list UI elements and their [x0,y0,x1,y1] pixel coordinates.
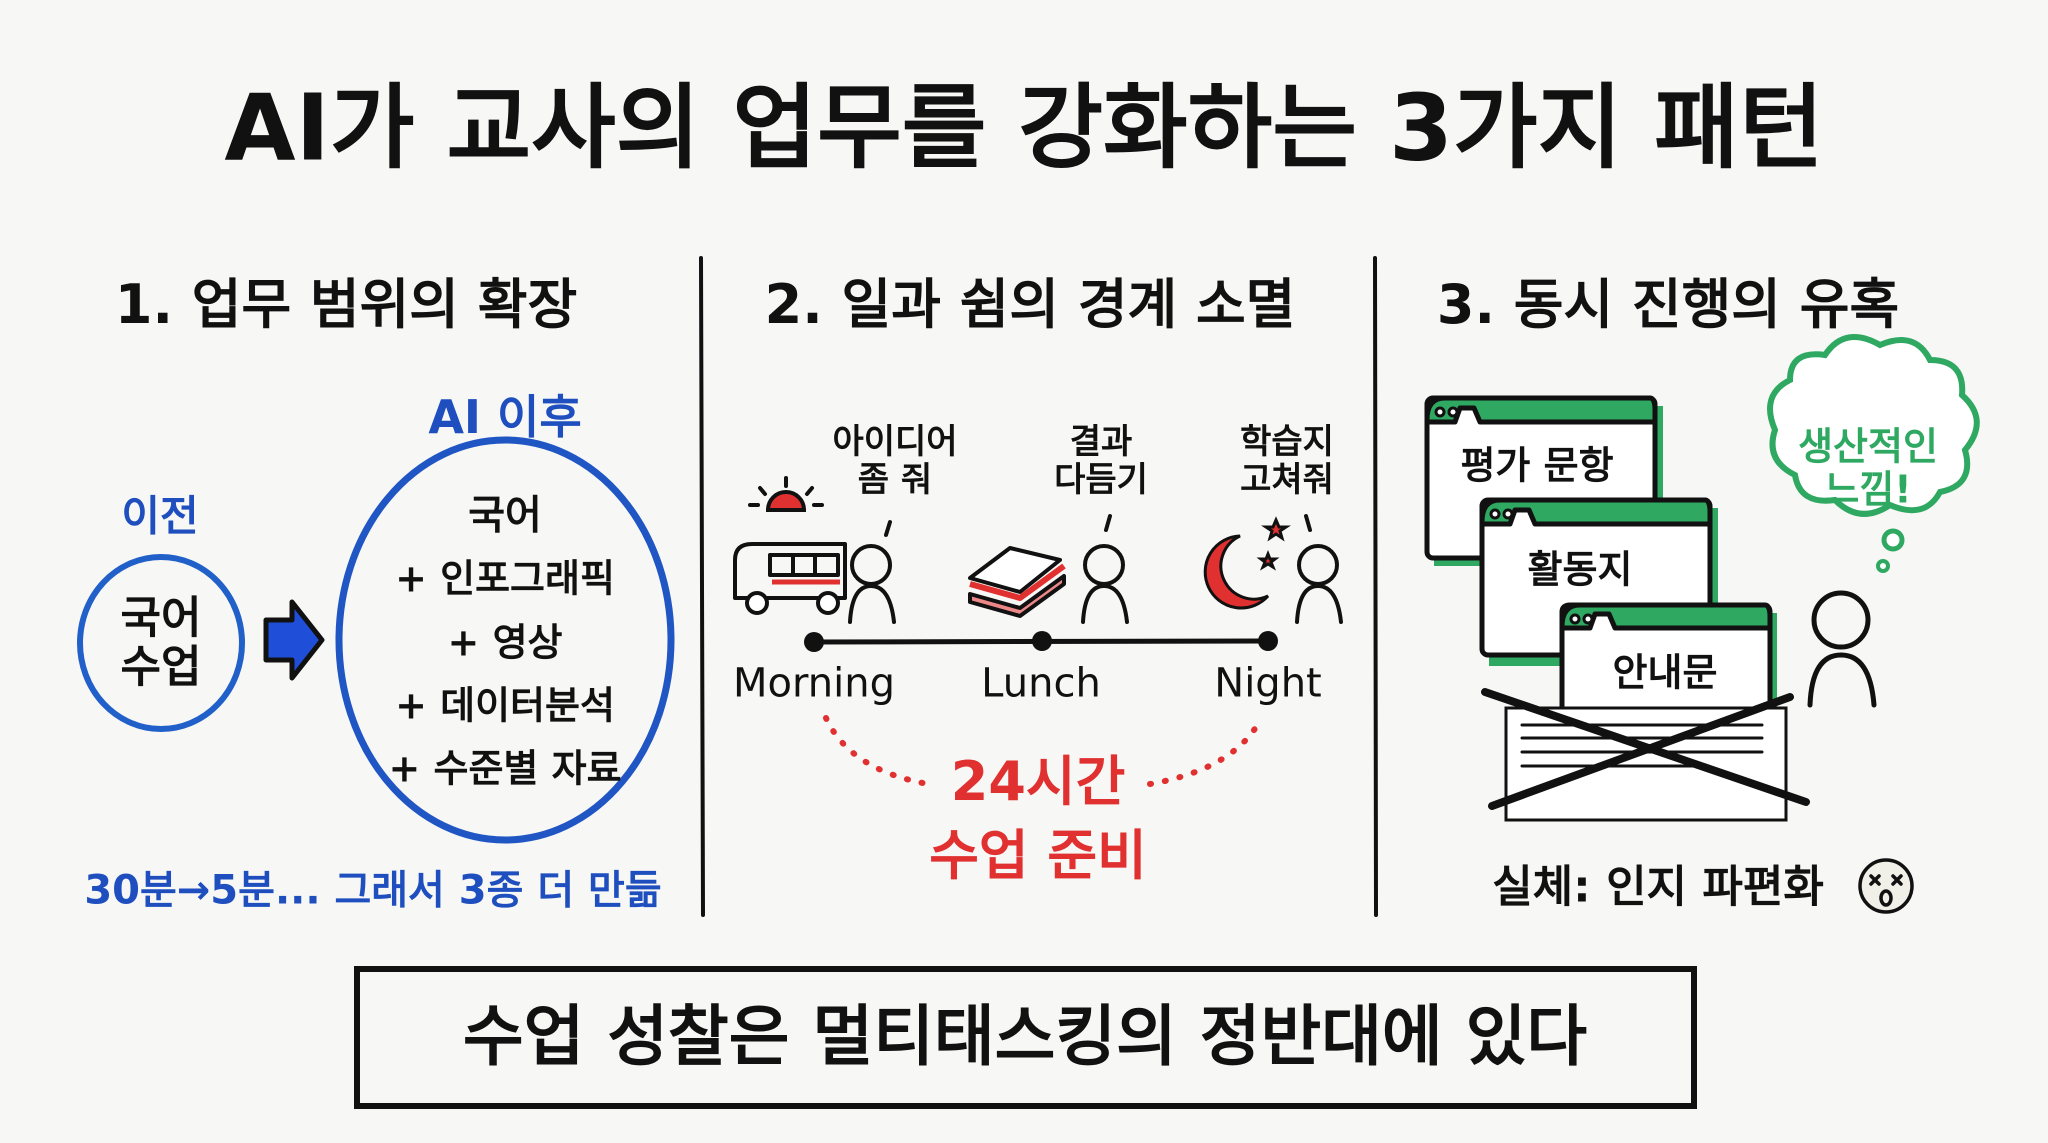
window-1-label: 평가 문항 [1460,443,1614,488]
after-label: AI 이후 [428,390,582,445]
time-label-night: Night [1214,660,1322,707]
person-icon [1807,590,1877,708]
timeline [804,631,1278,652]
conclusion-text: 수업 성찰은 멀티태스킹의 정반대에 있다 [462,998,1588,1076]
after-ellipse [335,436,675,844]
speech-line: 결과 [1069,421,1133,462]
thought-line: 생산적인 [1798,424,1938,469]
speech-line: 좀 줘 [857,460,933,500]
person-night-icon [1295,514,1343,624]
after-item: + 수준별 자료 [388,746,622,791]
sandwich-icon [968,546,1066,618]
dotted-arc-right [1147,721,1261,787]
after-item: + 인포그래픽 [395,556,615,601]
person-lunch-icon [1081,514,1129,624]
before-text: 국어 수업 [120,592,202,693]
speech-lunch: 결과 다듬기 [1054,423,1148,499]
speech-line: 고쳐줘 [1240,460,1334,500]
before-circle [77,554,245,732]
thought-cloud [1767,334,1980,573]
speech-line: 다듬기 [1054,460,1148,500]
dizzy-face-icon [1858,858,1914,914]
window-stack [1424,395,1777,713]
timeline-dot-night [1258,631,1278,651]
after-item: 국어 [468,492,542,539]
after-item: + 데이터분석 [395,683,615,728]
time-label-morning: Morning [733,660,895,707]
speech-night: 학습지 고쳐줘 [1240,423,1334,499]
window-2-label: 활동지 [1527,547,1633,592]
before-line: 수업 [120,642,202,693]
divider-2 [1373,256,1378,917]
thought-line: 느낌! [1824,467,1912,511]
before-label: 이전 [121,491,199,541]
crossed-document-icon [1481,688,1810,822]
speech-line: 학습지 [1240,421,1334,462]
highlight-24h: 24시간 [950,749,1126,813]
sun-icon [748,476,824,512]
person-morning-icon [848,520,896,624]
timeline-dot-morning [804,632,824,652]
dotted-arc-left [823,715,931,787]
before-line: 국어 [120,592,202,644]
timeline-dot-lunch [1032,631,1052,651]
moon-stars-icon [1203,516,1291,610]
page-title: AI가 교사의 업무를 강화하는 3가지 패턴 [224,74,1824,182]
arrow-right-icon [263,599,325,681]
window-3-label: 안내문 [1612,650,1718,695]
section1-note: 30분→5분... 그래서 3종 더 만듦 [84,867,662,914]
time-label-lunch: Lunch [981,660,1101,707]
section1-heading: 1. 업무 범위의 확장 [114,272,578,336]
speech-morning: 아이디어 좀 줘 [832,423,957,499]
thought-text: 생산적인 느낌! [1798,425,1938,510]
divider-1 [699,256,705,917]
speech-line: 아이디어 [832,421,958,462]
highlight-prep: 수업 준비 [929,823,1147,887]
bus-icon [733,542,847,615]
reality-text: 실체: 인지 파편화 [1492,861,1824,913]
section3-heading: 3. 동시 진행의 유혹 [1436,272,1900,336]
window-3 [1559,602,1777,713]
after-item: + 영상 [447,620,563,665]
section2-heading: 2. 일과 쉼의 경계 소멸 [764,272,1296,336]
conclusion-box [354,966,1697,1109]
